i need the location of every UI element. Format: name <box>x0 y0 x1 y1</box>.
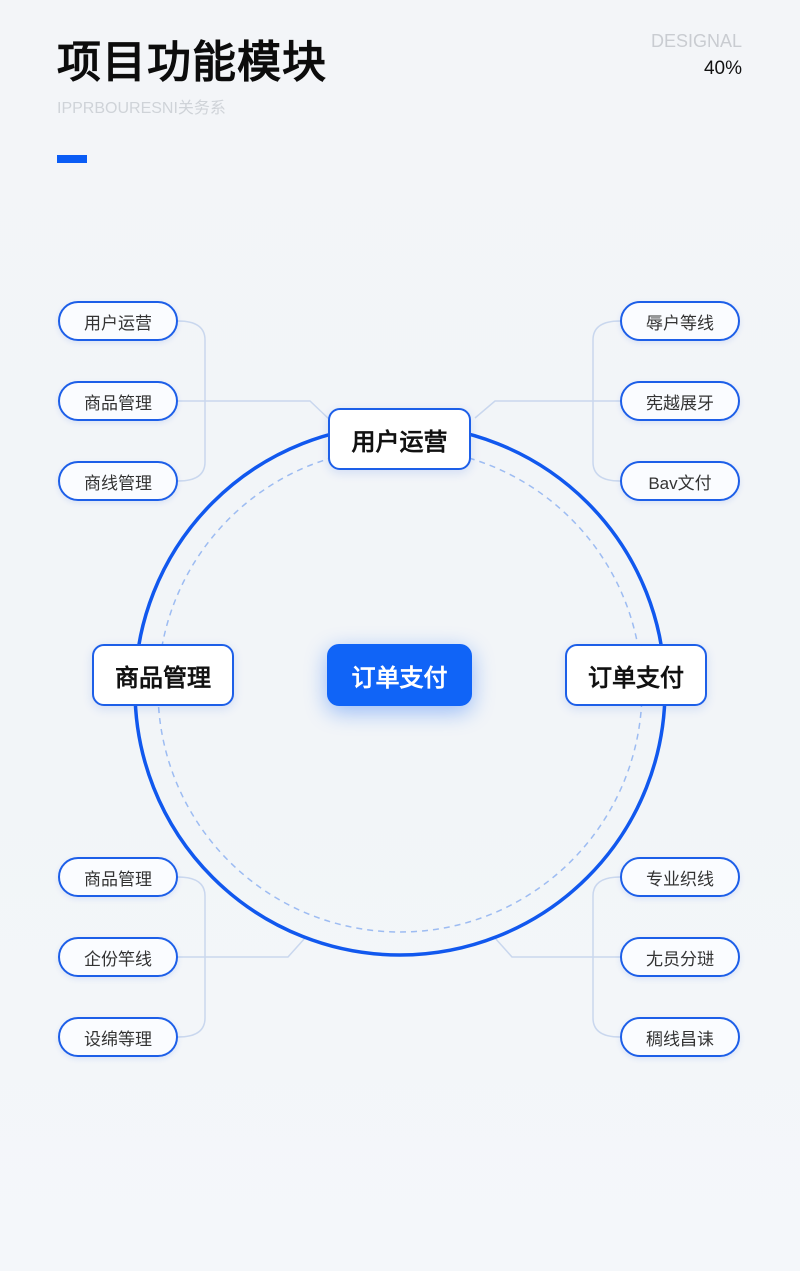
module-pill[interactable]: 设绵等理 <box>58 1017 178 1057</box>
module-pill[interactable]: 商品管理 <box>58 381 178 421</box>
brand-label: DESIGNAL <box>650 31 742 51</box>
module-pill[interactable]: 企份竿线 <box>58 937 178 977</box>
module-pill[interactable]: 辱户等线 <box>620 301 740 341</box>
module-pill[interactable]: 用户运营 <box>58 301 178 341</box>
module-pill[interactable]: 宪越展牙 <box>620 381 740 421</box>
module-pill[interactable]: 尢员分琎 <box>620 937 740 977</box>
node-center[interactable]: 订单支付 <box>327 644 472 706</box>
page-subtitle: IPPRBOURESNI关务系 <box>57 100 226 117</box>
page-title: 项目功能模块 <box>57 37 327 88</box>
module-pill[interactable]: 专业织线 <box>620 857 740 897</box>
node-top[interactable]: 用户运营 <box>328 408 471 470</box>
node-left[interactable]: 商品管理 <box>92 644 234 706</box>
node-right[interactable]: 订单支付 <box>565 644 707 706</box>
module-pill[interactable]: 稠线昌诔 <box>620 1017 740 1057</box>
accent-bar <box>57 155 87 163</box>
module-pill[interactable]: 商品管理 <box>58 857 178 897</box>
percent-label: 40% <box>703 58 742 79</box>
connector-lines <box>177 320 621 1038</box>
module-pill[interactable]: 商线管理 <box>58 461 178 501</box>
module-pill[interactable]: Bav文付 <box>620 461 740 501</box>
